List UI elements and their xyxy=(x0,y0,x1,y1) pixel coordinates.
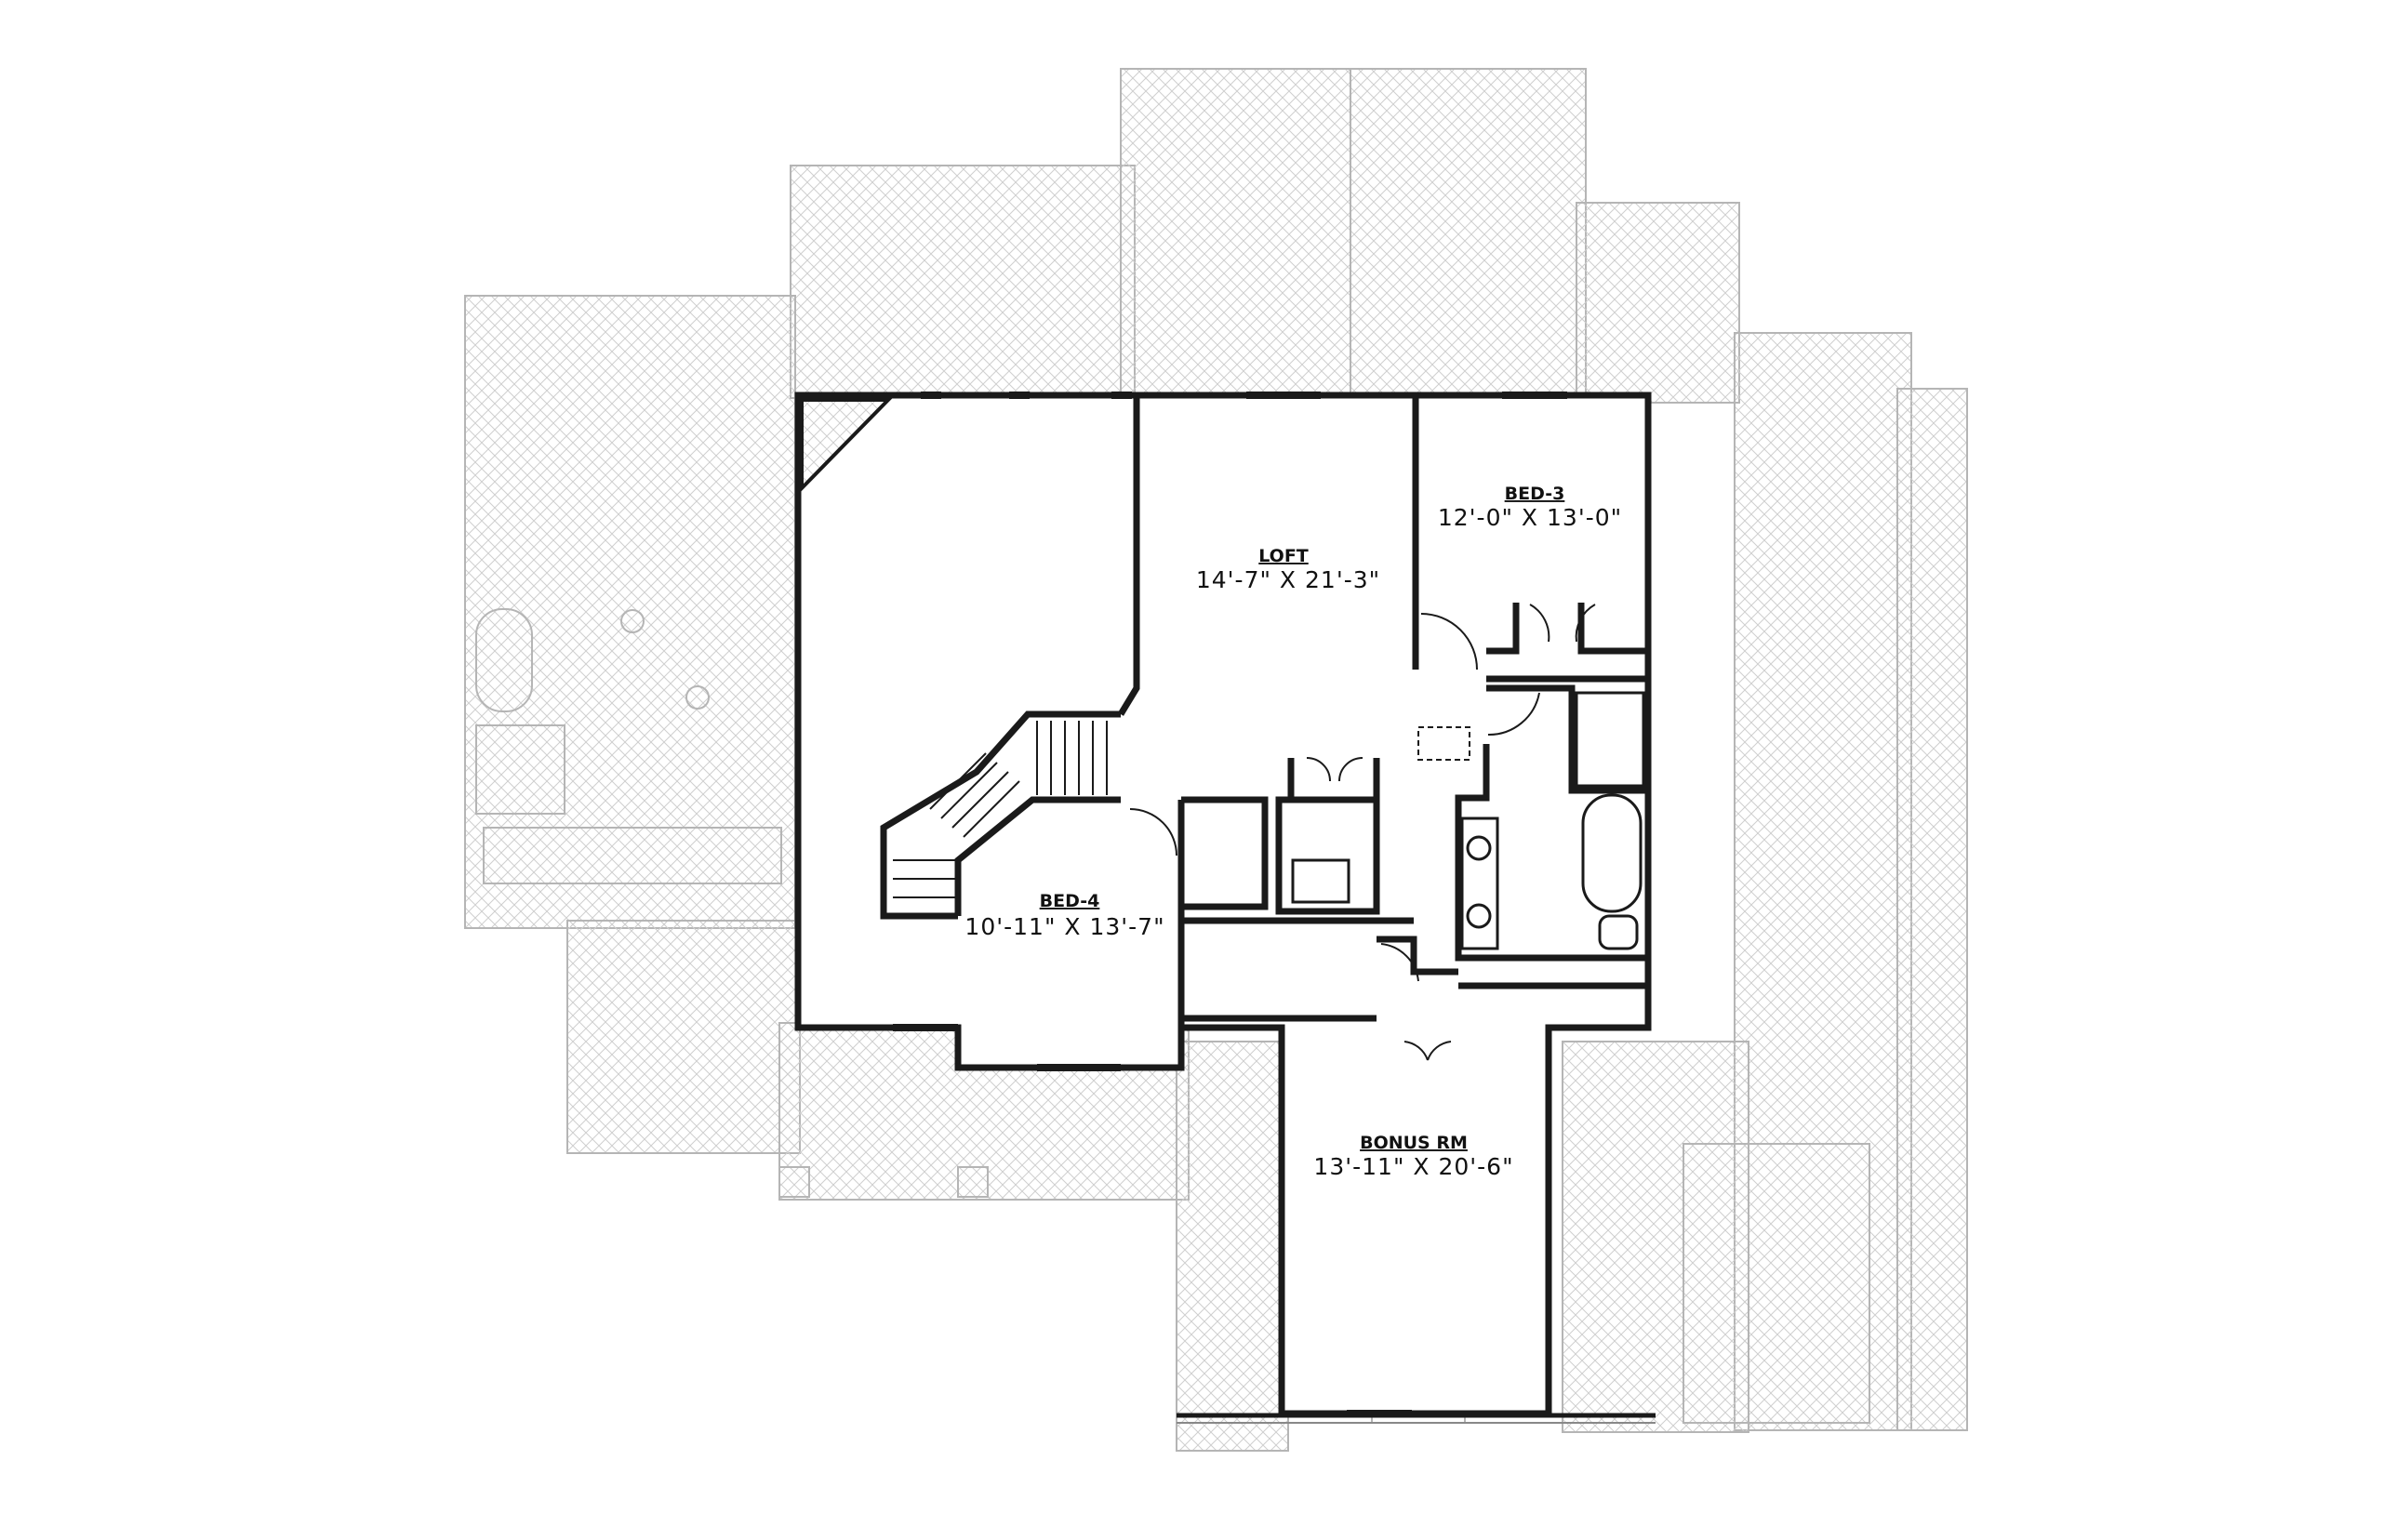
bed3-dims: 12'-0" X 13'-0" xyxy=(1438,504,1622,531)
bath-left-wall xyxy=(1455,744,1648,962)
bath-wall xyxy=(1486,684,1648,794)
roof-area-right-wing xyxy=(1734,332,1912,1431)
closet-outline xyxy=(483,827,782,884)
vanity xyxy=(1460,816,1499,950)
roof-area-top-center xyxy=(1120,68,1587,395)
sink-1 xyxy=(1466,835,1492,861)
garage-box xyxy=(1683,1143,1870,1424)
roof-area-bottom-left xyxy=(1176,1041,1289,1452)
loft-name: LOFT xyxy=(1258,546,1309,566)
closet-center xyxy=(1275,796,1380,915)
roof-area-bottom-right xyxy=(1562,1041,1749,1433)
roof-area-top-left xyxy=(790,165,1136,399)
water-heater xyxy=(1291,858,1350,904)
bed4-name: BED-4 xyxy=(1040,891,1100,911)
room-labels: LOFT 14'-7" X 21'-3" BED-3 12'-0" X 13'-… xyxy=(964,484,1622,1180)
roof-area-right-outer xyxy=(1896,388,1968,1431)
sink-2 xyxy=(1466,903,1492,929)
stoop-box-1 xyxy=(778,1166,810,1198)
bath-tub xyxy=(1581,793,1643,913)
windows xyxy=(893,392,1567,1417)
bonus-name: BONUS RM xyxy=(1360,1133,1468,1153)
stair-treads xyxy=(893,721,1108,898)
roof-area-left-wing xyxy=(464,295,796,929)
corner-fireplace xyxy=(800,398,893,493)
loft-dims: 14'-7" X 21'-3" xyxy=(1196,566,1380,593)
stair-wall xyxy=(880,710,1121,920)
bed3-name: BED-3 xyxy=(1505,484,1565,504)
tub-outline xyxy=(475,608,533,712)
stoop-box-2 xyxy=(957,1166,989,1198)
toilet xyxy=(1598,914,1639,950)
closet-group xyxy=(1181,796,1269,910)
bed4-wall xyxy=(954,796,1121,916)
sink-outline xyxy=(685,685,710,710)
roof-area-top-right xyxy=(1576,202,1740,404)
shower-outline xyxy=(475,724,565,815)
roof-area-left-lower xyxy=(566,920,801,1154)
toilet-outline xyxy=(620,609,645,633)
bath-fixtures xyxy=(1291,691,1645,950)
linen-closet xyxy=(1287,758,1380,800)
shower xyxy=(1575,691,1645,788)
bonus-dims: 13'-11" X 20'-6" xyxy=(1313,1153,1513,1180)
doors xyxy=(1129,604,1596,1061)
hall-right xyxy=(1377,936,1458,976)
attic-access xyxy=(1417,726,1470,761)
loft-left-diagonal xyxy=(1118,395,1140,716)
bed4-dims: 10'-11" X 13'-7" xyxy=(964,913,1164,940)
